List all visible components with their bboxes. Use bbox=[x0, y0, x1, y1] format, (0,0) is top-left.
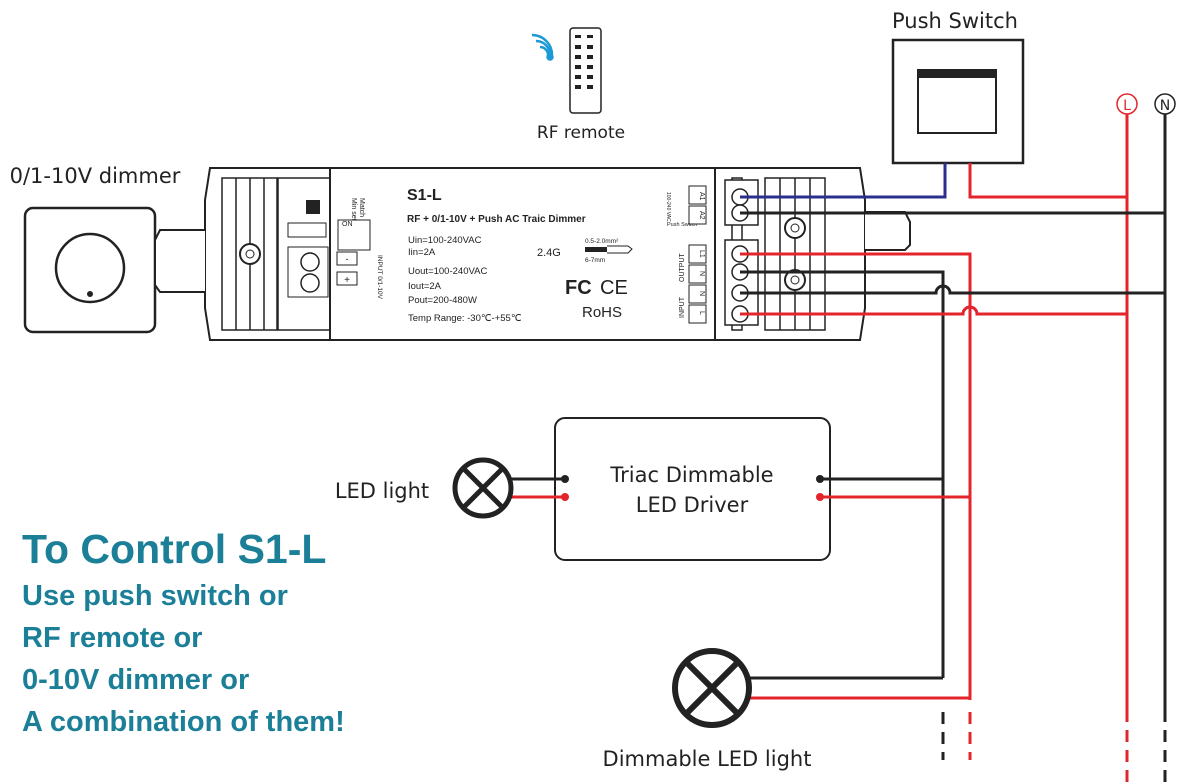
rf-label: 2.4G bbox=[537, 247, 561, 259]
n-out-label: N bbox=[698, 271, 705, 276]
promo-line: Use push switch or bbox=[22, 580, 288, 612]
spec-iin: Iin=2A bbox=[408, 247, 436, 258]
promo-line: RF remote or bbox=[22, 622, 202, 654]
min-set-label: Min set bbox=[350, 198, 357, 221]
promo-line: 0-10V dimmer or bbox=[22, 664, 249, 696]
match-button-icon bbox=[306, 200, 320, 214]
wire-N-in bbox=[740, 284, 1165, 295]
l1-label: L1 bbox=[698, 250, 705, 258]
rohs-mark: RoHS bbox=[582, 304, 622, 321]
strip-length-label: 6-7mm bbox=[585, 257, 605, 264]
mains-N-line: N bbox=[1154, 93, 1176, 782]
l-in-label: L bbox=[698, 311, 705, 315]
mains-L-line: L bbox=[1116, 93, 1138, 782]
output-label: OUTPUT bbox=[679, 253, 686, 283]
a1-label: A1 bbox=[698, 192, 705, 201]
wireless-signal-icon bbox=[531, 33, 554, 61]
a2-label: A2 bbox=[698, 211, 705, 220]
led-driver: Triac Dimmable LED Driver bbox=[554, 417, 831, 561]
promo-title: To Control S1-L bbox=[22, 526, 326, 572]
promo-line: A combination of them! bbox=[22, 706, 345, 738]
dimmer-label: 0/1-10V dimmer bbox=[10, 164, 181, 188]
fc-mark: FC bbox=[565, 277, 592, 299]
s1-l-device: Match Min set ON - + INPUT 0/1-10V S1-L … bbox=[154, 167, 911, 341]
ce-mark: CE bbox=[600, 277, 628, 299]
vac-label: 100-240 VAC bbox=[665, 192, 671, 222]
input-010v-label: INPUT 0/1-10V bbox=[376, 255, 383, 300]
led-light-label: LED light bbox=[335, 479, 429, 503]
dimmer: 0/1-10V dimmer bbox=[10, 164, 181, 334]
spec-pout: Pout=200-480W bbox=[408, 295, 477, 306]
dimmable-led-label: Dimmable LED light bbox=[603, 747, 812, 771]
driver-label-2: LED Driver bbox=[636, 493, 749, 517]
rf-remote: RF remote bbox=[531, 27, 625, 143]
spec-temp: Temp Range: -30℃-+55℃ bbox=[408, 313, 522, 324]
plus-label: + bbox=[344, 275, 350, 286]
spec-uin: Uin=100-240VAC bbox=[408, 235, 482, 246]
input-label: INPUT bbox=[679, 296, 686, 318]
push-switch-label: Push Switch bbox=[892, 9, 1018, 33]
push-label: Push Switch bbox=[667, 222, 697, 228]
wire-gauge-label: 0.5-2.0mm² bbox=[585, 238, 619, 245]
dimmable-led-light: Dimmable LED light bbox=[603, 648, 970, 771]
N-label: N bbox=[1160, 98, 1170, 114]
model-label: S1-L bbox=[407, 187, 442, 204]
wire-L1-out bbox=[740, 252, 972, 700]
promo-text: To Control S1-L Use push switch or RF re… bbox=[22, 526, 345, 738]
wire-a1-switch bbox=[740, 163, 947, 199]
n-in-label: N bbox=[698, 291, 705, 296]
device-subtitle: RF + 0/1-10V + Push AC Traic Dimmer bbox=[407, 214, 586, 225]
L-label: L bbox=[1123, 98, 1131, 114]
dimmer-knob-icon bbox=[54, 232, 126, 304]
minus-label: - bbox=[346, 254, 349, 264]
push-switch: Push Switch bbox=[891, 9, 1025, 165]
spec-iout: Iout=2A bbox=[408, 281, 442, 292]
wire-switch-L bbox=[968, 163, 1127, 199]
match-label: Match bbox=[358, 198, 365, 217]
on-label: ON bbox=[342, 221, 353, 228]
spec-uout: Uout=100-240VAC bbox=[408, 266, 487, 277]
driver-label-1: Triac Dimmable bbox=[609, 463, 773, 487]
wire-N-out bbox=[740, 270, 945, 678]
rf-remote-label: RF remote bbox=[537, 123, 625, 143]
wire-L-in bbox=[740, 305, 1127, 316]
led-light: LED light bbox=[335, 457, 514, 519]
